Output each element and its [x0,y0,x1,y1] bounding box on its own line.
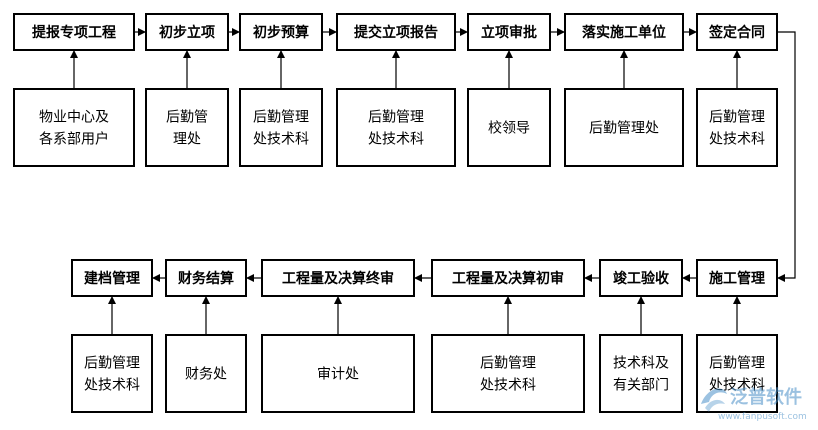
process-step-label: 工程量及决算初审 [452,270,564,287]
process-step-label: 签定合同 [708,24,765,41]
watermark: 泛普软件 www.fanpusoft.com [701,386,807,422]
department-label-line: 处技术科 [84,378,140,394]
process-step-label: 财务结算 [177,270,234,287]
process-step-label: 落实施工单位 [582,24,666,41]
department-label-line: 物业中心及 [39,110,109,126]
process-step-box [696,13,778,51]
process-step-box [71,259,153,297]
department-box [467,88,551,167]
process-step-label: 施工管理 [709,270,765,287]
process-step-label: 工程量及决算终审 [282,270,394,287]
process-step-label: 初步预算 [253,24,309,41]
department-box [71,334,153,413]
process-step-label: 提报专项工程 [32,24,116,41]
department-label-line: 后勤管理处 [589,121,659,137]
department-label-line: 处技术科 [480,378,536,394]
department-label-line: 后勤管理 [709,110,765,126]
process-step-box [239,13,323,51]
department-label-line: 各系部用户 [39,131,109,148]
watermark-logo-icon [701,388,727,412]
process-step-box [599,259,683,297]
watermark-brand: 泛普软件 [730,386,802,408]
department-label-line: 技术科及 [613,356,669,372]
department-box [261,334,415,413]
process-step-box [696,259,778,297]
department-label-line: 校领导 [488,120,530,137]
watermark-url: www.fanpusoft.com [718,412,807,422]
department-box [239,88,323,167]
process-step-box [336,13,456,51]
department-label-line: 后勤管理 [709,356,765,372]
department-label-line: 理处 [173,132,201,148]
process-step-label: 竣工验收 [613,270,670,287]
department-label-line: 后勤管理 [253,110,309,126]
department-box [564,88,684,167]
process-step-label: 初步立项 [159,24,215,41]
department-label-line: 有关部门 [613,378,669,394]
department-label-line: 后勤管理 [480,356,536,372]
process-step-box [13,13,135,51]
department-label-line: 后勤管 [166,110,208,126]
department-label-line: 后勤管理 [84,356,140,372]
process-step-box [261,259,415,297]
process-step-box [431,259,585,297]
department-box [696,88,778,167]
process-step-box [564,13,684,51]
department-label-line: 处技术科 [253,132,309,148]
department-label-line: 审计处 [317,367,359,383]
process-step-label: 提交立项报告 [354,24,438,41]
department-box [165,334,247,413]
department-label-line: 处技术科 [368,132,424,148]
department-box [145,88,229,167]
department-box [431,334,585,413]
process-step-label: 立项审批 [481,24,537,41]
department-label-line: 财务处 [185,367,227,383]
process-step-label: 建档管理 [84,270,140,287]
row-connector-arrow [777,31,796,282]
process-step-box [467,13,551,51]
department-label-line: 处技术科 [709,132,765,148]
department-box [599,334,683,413]
department-box [13,88,135,167]
process-step-box [165,259,247,297]
department-box [336,88,456,167]
process-step-box [145,13,229,51]
department-label-line: 后勤管理 [368,110,424,126]
connector-layer [70,28,796,335]
department-box [696,334,778,413]
box-layer: 提报专项工程物业中心及各系部用户初步立项后勤管理处初步预算后勤管理处技术科提交立… [13,13,778,413]
